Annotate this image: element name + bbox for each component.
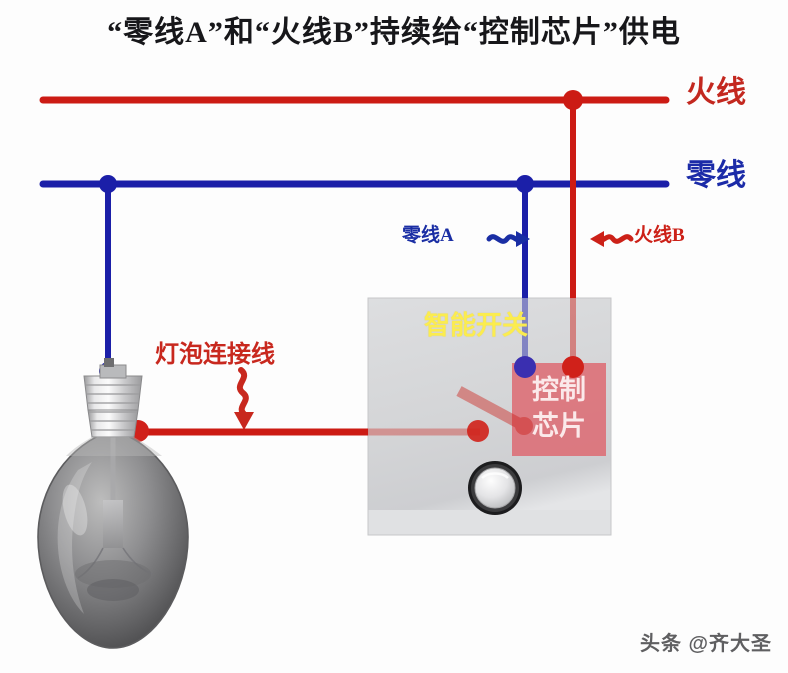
bulb-wire-label: 灯泡连接线 — [155, 342, 275, 368]
control-chip-label: 控制 芯片 — [521, 372, 597, 444]
push-button[interactable] — [468, 461, 522, 515]
neutral-branch-arrow-icon — [486, 231, 530, 247]
control-chip-label-line2: 芯片 — [532, 411, 586, 441]
junction-dots — [99, 90, 584, 442]
live-branch-arrow-icon — [590, 231, 634, 247]
control-chip-box — [512, 363, 606, 456]
page-title: “零线A”和“火线B”持续给“控制芯片”供电 — [107, 16, 681, 49]
switch-lever[interactable] — [456, 386, 533, 435]
watermark: 头条 @齐大圣 — [640, 633, 773, 655]
control-chip-label-line1: 控制 — [532, 375, 586, 405]
smart-switch-label: 智能开关 — [424, 311, 529, 340]
light-bulb — [37, 358, 189, 649]
live-branch-label: 火线B — [634, 225, 685, 246]
bulb-wire-arrow-icon — [234, 367, 254, 430]
live-wire-label: 火线 — [686, 76, 746, 109]
neutral-wire-label: 零线 — [686, 159, 746, 192]
neutral-branch-label: 零线A — [402, 225, 454, 246]
